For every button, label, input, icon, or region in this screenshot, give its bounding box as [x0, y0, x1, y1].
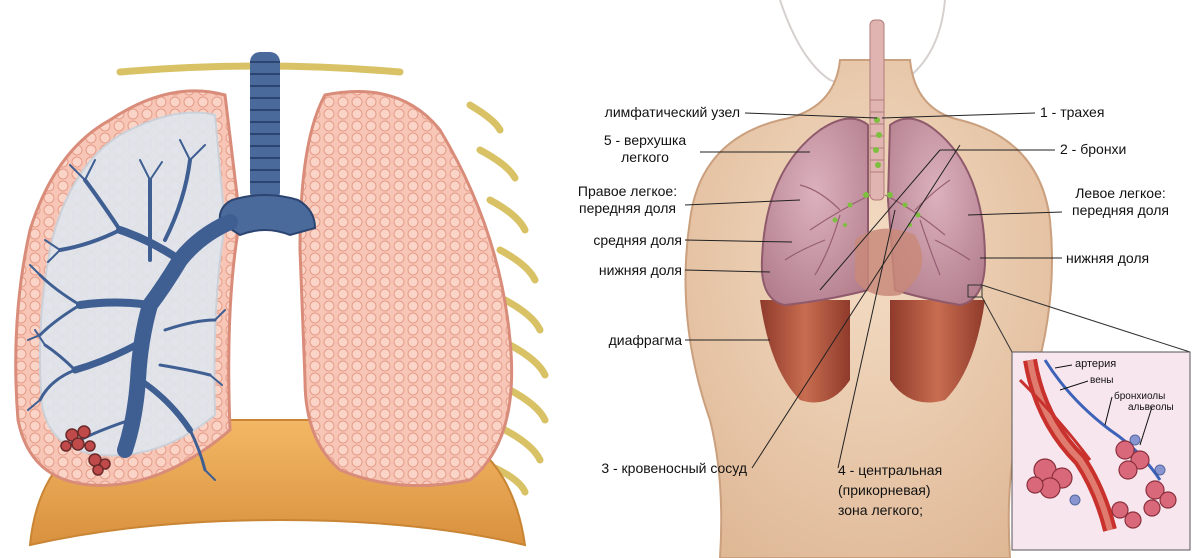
- label-lymph-node: лимфатический узел: [560, 104, 740, 121]
- label-apex-line2: легкого: [590, 149, 700, 166]
- label-right-lung-line2: передняя доля: [565, 200, 690, 217]
- label-blood-vessel: 3 - кровеносный сосуд: [545, 460, 747, 477]
- label-apex: 5 - верхушка легкого: [590, 132, 700, 166]
- label-right-lung-line1: Правое легкое:: [565, 183, 690, 200]
- label-lower-lobe-right: нижняя доля: [560, 262, 682, 279]
- label-right-lung: Правое легкое: передняя доля: [565, 183, 690, 217]
- label-lower-lobe-left: нижняя доля: [1066, 250, 1149, 267]
- inset-label-artery: артерия: [1075, 359, 1116, 370]
- label-left-lung-line1: Левое легкое:: [1058, 185, 1183, 202]
- label-central-line2: (прикорневая): [838, 480, 942, 500]
- label-bronchi: 2 - бронхи: [1060, 141, 1126, 158]
- label-diaphragm: диафрагма: [560, 332, 682, 349]
- label-left-lung-line2: передняя доля: [1058, 202, 1183, 219]
- label-central-line1: 4 - центральная: [838, 460, 942, 480]
- inset-label-bronchioles: бронхиолы: [1114, 391, 1165, 402]
- label-trachea: 1 - трахея: [1040, 104, 1104, 121]
- left-lung-illustration: [16, 52, 545, 545]
- label-left-lung: Левое легкое: передняя доля: [1058, 185, 1183, 219]
- inset-label-alveoli: альвеолы: [1128, 402, 1174, 413]
- label-middle-lobe: средняя доля: [560, 232, 682, 249]
- inset-label-veins: вены: [1090, 375, 1113, 386]
- torso-trachea: [870, 20, 884, 200]
- trachea: [220, 52, 315, 235]
- label-central-zone: 4 - центральная (прикорневая) зона легко…: [838, 460, 942, 520]
- label-central-line3: зона легкого;: [838, 500, 942, 520]
- label-apex-line1: 5 - верхушка: [590, 132, 700, 149]
